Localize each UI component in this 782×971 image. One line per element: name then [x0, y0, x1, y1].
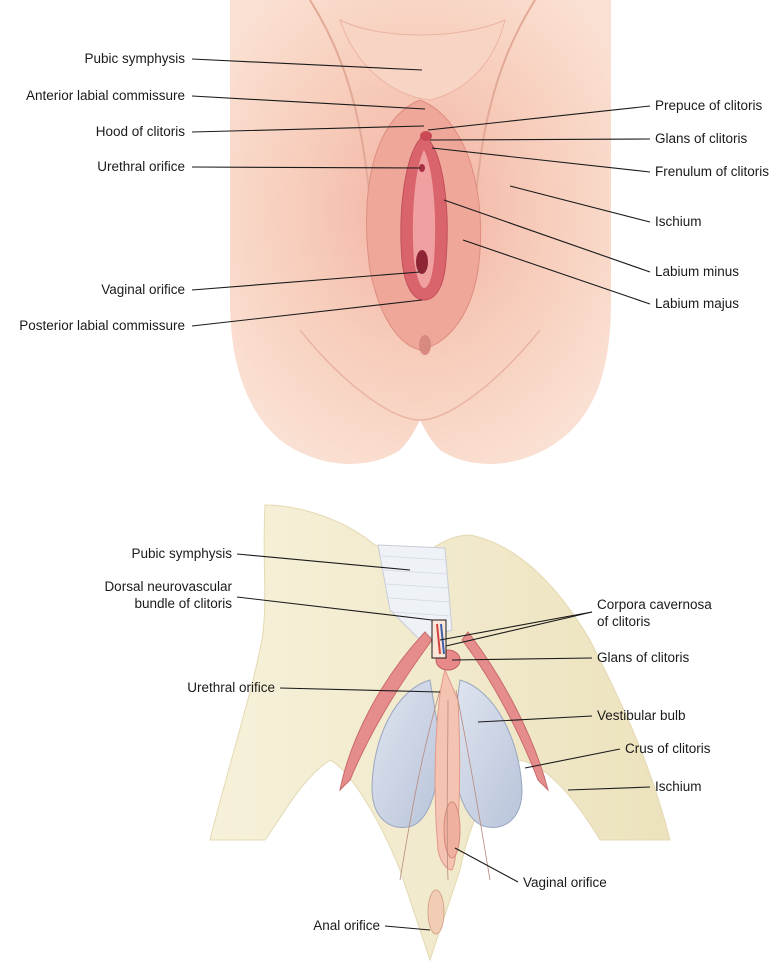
crus-left — [339, 631, 433, 792]
label-prepuce-of-clitoris: Prepuce of clitoris — [655, 98, 763, 113]
label-b-corpora-line1: Corpora cavernosa — [597, 597, 712, 612]
label-b-anal-orifice: Anal orifice — [313, 918, 380, 933]
anal-orifice-shape — [427, 889, 445, 935]
leader-vaginal — [191, 271, 421, 291]
leader-b-urethral — [279, 687, 441, 693]
vaginal-orifice-bottom — [443, 801, 461, 859]
label-b-vestibular-bulb: Vestibular bulb — [597, 708, 686, 723]
leader-ischium — [509, 185, 651, 223]
label-posterior-labial-commissure: Posterior labial commissure — [19, 318, 185, 333]
clitoral-anatomy-figure — [209, 504, 671, 962]
anus-shape — [419, 335, 431, 355]
crus-right — [461, 631, 549, 792]
label-b-crus-of-clitoris: Crus of clitoris — [625, 741, 711, 756]
label-glans-of-clitoris: Glans of clitoris — [655, 131, 748, 146]
leader-labium-majus — [462, 239, 651, 305]
external-genitalia-figure — [230, 0, 611, 464]
label-b-ischium: Ischium — [655, 779, 702, 794]
label-urethral-orifice: Urethral orifice — [97, 159, 185, 174]
bottom-leader-lines — [236, 553, 651, 931]
leader-anterior-commissure — [191, 95, 426, 110]
leader-glans — [429, 138, 651, 141]
label-pubic-symphysis: Pubic symphysis — [84, 51, 185, 66]
label-labium-minus: Labium minus — [655, 264, 740, 279]
leader-labium-minus — [443, 199, 651, 273]
mons-pubis — [339, 19, 506, 101]
label-b-vaginal-orifice: Vaginal orifice — [523, 875, 607, 890]
label-vaginal-orifice: Vaginal orifice — [101, 282, 185, 297]
leader-b-glans — [451, 657, 593, 661]
leader-b-corpora-2 — [445, 611, 593, 647]
leader-b-pubic-symphysis — [236, 553, 411, 571]
label-frenulum-of-clitoris: Frenulum of clitoris — [655, 164, 770, 179]
leader-b-dorsal-bundle — [236, 596, 433, 621]
glans-shape — [420, 131, 432, 141]
leader-posterior-commissure — [191, 299, 423, 327]
nerve-fibers — [399, 689, 491, 881]
urethral-orifice-shape — [419, 164, 425, 172]
label-b-dorsal-bundle-line2: bundle of clitoris — [134, 596, 232, 611]
dorsal-artery — [436, 623, 441, 655]
top-leader-lines — [191, 58, 651, 327]
leader-urethral — [191, 166, 421, 169]
leader-pubic-symphysis — [191, 58, 423, 71]
label-ischium: Ischium — [655, 214, 702, 229]
label-anterior-labial-commissure: Anterior labial commissure — [25, 88, 185, 103]
label-b-glans-of-clitoris: Glans of clitoris — [597, 650, 690, 665]
leader-b-ischium — [567, 786, 651, 791]
label-b-urethral-orifice: Urethral orifice — [187, 680, 275, 695]
leader-frenulum — [431, 147, 651, 173]
label-labium-majus: Labium majus — [655, 296, 740, 311]
leader-b-vestibular-bulb — [477, 715, 593, 723]
ligament-fibers — [381, 555, 451, 617]
leader-b-anal — [384, 925, 431, 931]
label-b-corpora-line2: of clitoris — [597, 614, 651, 629]
leader-prepuce — [427, 105, 651, 131]
label-b-dorsal-bundle-line1: Dorsal neurovascular — [104, 579, 232, 594]
buttock-crease — [299, 329, 541, 421]
vaginal-orifice-shape — [416, 250, 428, 274]
leader-b-corpora-1 — [439, 611, 593, 641]
label-b-pubic-symphysis: Pubic symphysis — [131, 546, 232, 561]
label-hood-of-clitoris: Hood of clitoris — [95, 124, 185, 139]
leader-hood — [191, 125, 425, 133]
leader-b-vaginal — [454, 847, 519, 883]
leader-b-crus — [524, 748, 621, 769]
